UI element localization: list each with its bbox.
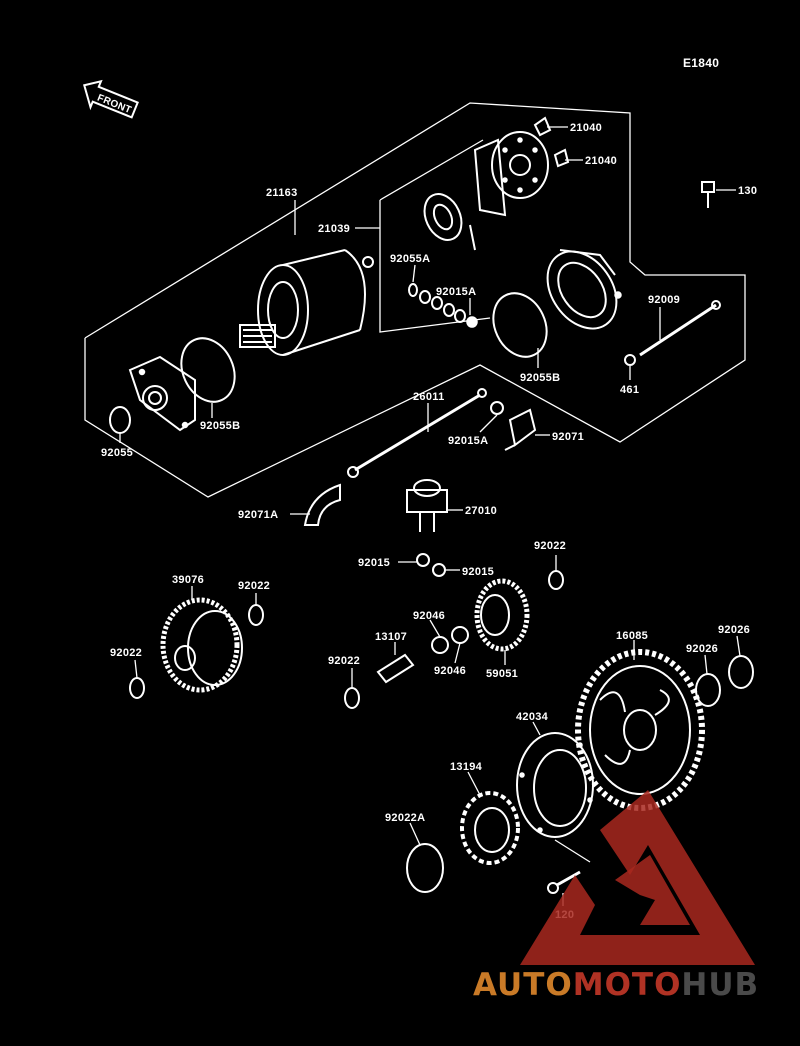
front-label: FRONT (96, 93, 133, 117)
starter-cable (347, 388, 487, 478)
label-92022-c: 92022 (328, 655, 360, 667)
clutch-housing (516, 732, 594, 838)
label-92026-b: 92026 (718, 624, 750, 636)
cap-92071 (504, 408, 537, 451)
brush-plate (491, 131, 549, 199)
washer-92022-a (248, 604, 264, 626)
bearing-92046-b (451, 626, 469, 644)
bolt-120 (547, 870, 581, 894)
label-16085: 16085 (616, 630, 648, 642)
one-way-clutch (460, 791, 520, 865)
o-ring-left (180, 337, 236, 403)
leader-lines (119, 126, 741, 906)
nut-92015-right (432, 563, 446, 577)
o-ring-right (492, 292, 548, 358)
label-92071A: 92071A (238, 509, 278, 521)
label-42034: 42034 (516, 711, 549, 723)
gear-59051 (474, 578, 530, 652)
watermark-text: AUTOMOTOHUB (473, 967, 759, 1003)
starter-motor (239, 249, 374, 356)
front-arrow-icon: FRONT (83, 79, 139, 119)
label-92055B-left: 92055B (200, 420, 240, 432)
label-92071: 92071 (552, 431, 584, 443)
label-92015-left: 92015 (358, 557, 390, 569)
washer-stack (408, 283, 478, 328)
starter-assembly-box (84, 102, 746, 498)
washer-92026-b (728, 655, 754, 689)
washer-92022-b (129, 677, 145, 699)
diagram-code: E1840 (683, 56, 719, 70)
washer-92022-c (344, 687, 360, 709)
bolt-130 (701, 181, 715, 208)
label-39076: 39076 (172, 574, 204, 586)
label-92022-b: 92022 (110, 647, 142, 659)
label-92015A-mid: 92015A (448, 435, 488, 447)
label-92022-top: 92022 (534, 540, 566, 552)
svg-text:AUTOMOTOHUB: AUTOMOTOHUB (473, 967, 759, 1003)
label-92026-a: 92026 (686, 643, 718, 655)
label-21040-a: 21040 (570, 122, 602, 134)
sprocket-16085 (575, 649, 705, 811)
label-92046-bot: 92046 (434, 665, 466, 677)
washer-92022A (406, 843, 444, 893)
watermark-auto: AUTO (473, 967, 573, 1003)
label-92046-top: 92046 (413, 610, 445, 622)
label-92022A: 92022A (385, 812, 425, 824)
label-21040-b: 21040 (585, 155, 617, 167)
label-13194: 13194 (450, 761, 483, 773)
label-26011: 26011 (413, 391, 444, 403)
label-92009: 92009 (648, 294, 680, 306)
shaft-13107 (376, 653, 415, 684)
boot-92071A (303, 483, 341, 526)
label-92015-right: 92015 (462, 566, 494, 578)
label-130: 130 (738, 185, 757, 197)
nut-92015-left (416, 553, 430, 567)
label-13107: 13107 (375, 631, 407, 643)
nut-92015A (490, 401, 504, 415)
front-cover (128, 355, 196, 432)
label-21163: 21163 (266, 187, 297, 199)
bearing-92046-a (431, 636, 449, 654)
watermark-moto: MOTO (573, 967, 682, 1003)
idle-gear (160, 597, 243, 693)
rear-cover (546, 249, 622, 330)
label-92055B-right: 92055B (520, 372, 560, 384)
label-461: 461 (620, 384, 639, 396)
label-92022-a: 92022 (238, 580, 270, 592)
o-ring-small (109, 406, 131, 434)
washer-92026-a (695, 673, 721, 707)
nut-461 (624, 354, 636, 366)
brush-springs (533, 116, 570, 168)
label-27010: 27010 (465, 505, 497, 517)
watermark-hub: HUB (681, 967, 759, 1003)
starter-relay (406, 479, 448, 532)
watermark-logo-icon (520, 790, 755, 965)
label-21039: 21039 (318, 223, 350, 235)
label-92055A: 92055A (390, 253, 430, 265)
label-92015A-top: 92015A (436, 286, 476, 298)
label-59051: 59051 (486, 668, 518, 680)
brush-holder (423, 138, 507, 251)
label-92055: 92055 (101, 447, 133, 459)
part-labels: 21163 21039 21040 21040 130 92055A 92015… (101, 122, 757, 921)
washer-92022-top (548, 570, 564, 590)
long-bolt-92009 (639, 300, 721, 357)
